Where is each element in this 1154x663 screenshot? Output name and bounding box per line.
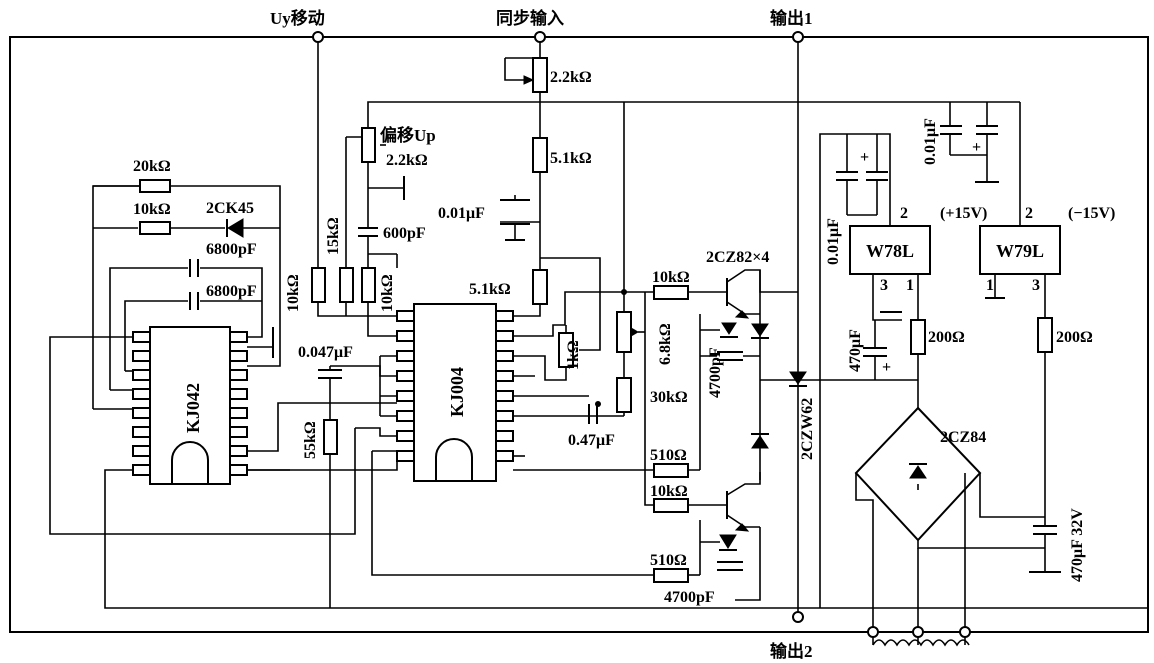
bridge-2cz84-label: 2CZ84 (940, 429, 986, 446)
supply-plus15: (+15V) (940, 205, 987, 222)
r-55k-label: 55kΩ (302, 421, 319, 459)
r-10k-mid-label: 10kΩ (379, 274, 396, 312)
pot-offset-label: 偏移Up (380, 125, 436, 145)
pot-sync-label: 2.2kΩ (550, 69, 592, 86)
terminal-uy-shift: Uy移动 (270, 8, 325, 43)
kj042-pins-right (229, 331, 248, 476)
w78l-label: W78L (866, 241, 914, 261)
w78l-pin-in: 2 (900, 205, 908, 222)
d-2cz82-label: 2CZ82×4 (706, 249, 769, 266)
kj004-right-network (513, 257, 700, 506)
sync-network (500, 42, 1020, 317)
outer-frame (9, 36, 1149, 633)
w78l-pin-gnd: 3 (880, 277, 888, 294)
pot-6k8-label: 6.8kΩ (657, 323, 674, 365)
r-5k1-b-label: 5.1kΩ (469, 281, 511, 298)
c-001-79-label: 0.01μF (922, 118, 939, 165)
terminal-output2-label: 输出2 (770, 641, 813, 661)
c-4700-b-label: 4700pF (664, 589, 715, 606)
r-10k-top-label: 10kΩ (133, 201, 171, 218)
r-15k-label: 15kΩ (325, 217, 342, 255)
c-78-plus: + (860, 149, 869, 166)
kj042-network (49, 179, 1148, 609)
w79l-pin-gnd: 1 (986, 277, 994, 294)
c-4700-a-label: 4700pF (707, 347, 724, 398)
r-30k-label: 30kΩ (650, 389, 688, 406)
terminal-sync-input: 同步输入 (496, 8, 564, 43)
driver-stage (653, 42, 918, 612)
c-6800-b-label: 6800pF (206, 283, 257, 300)
w79l-pin-in: 2 (1025, 205, 1033, 222)
kj004-pins-left (396, 310, 415, 462)
r-1k-label: 1kΩ (565, 340, 582, 370)
c-600p-label: 600pF (383, 225, 426, 242)
w79l-pin-out: 3 (1032, 277, 1040, 294)
d-2czw62-label: 2CZW62 (799, 398, 816, 460)
c-6800-a-label: 6800pF (206, 241, 257, 258)
c-79-plus: + (972, 139, 981, 156)
r-510-b-label: 510Ω (650, 552, 687, 569)
supply-minus15: (−15V) (1068, 205, 1115, 222)
kj004-pins-right (495, 310, 514, 462)
r-510-a-label: 510Ω (650, 447, 687, 464)
c-001-78-label: 0.01μF (825, 218, 842, 265)
terminal-uy-shift-label: Uy移动 (270, 8, 325, 28)
c-470u-label: 470μF (847, 329, 864, 372)
c-0047-label: 0.047μF (298, 344, 353, 361)
r-10k-left-label: 10kΩ (285, 274, 302, 312)
ic-kj004: KJ004 (396, 303, 514, 482)
c-470-plus: + (882, 359, 891, 376)
pot-offset-value: 2.2kΩ (386, 152, 428, 169)
terminal-sync-input-label: 同步输入 (496, 8, 564, 28)
w79l-label: W79L (996, 241, 1044, 261)
r-20k-label: 20kΩ (133, 158, 171, 175)
c-470u-32v-label: 470μF 32V (1069, 508, 1086, 582)
c-047-label: 0.47μF (568, 432, 615, 449)
terminal-output2: 输出2 (770, 611, 813, 661)
kj042-pins-left (132, 331, 151, 476)
r-200-a-label: 200Ω (928, 329, 965, 346)
r-5k1-a-label: 5.1kΩ (550, 150, 592, 167)
r-200-b-label: 200Ω (1056, 329, 1093, 346)
w78l-pin-out: 1 (906, 277, 914, 294)
kj042-label: KJ042 (183, 383, 203, 433)
power-supply: W78L W79L 2 3 1 2 1 3 (+15V) (−15V) + (819, 102, 1115, 647)
terminal-output1-label: 输出1 (770, 8, 813, 28)
r-10k-q2-label: 10kΩ (650, 483, 688, 500)
d-2ck45-label: 2CK45 (206, 200, 254, 217)
ic-kj042: KJ042 (132, 326, 248, 485)
kj004-left-network (247, 42, 654, 608)
r-10k-q1-label: 10kΩ (652, 269, 690, 286)
c-001-sync-label: 0.01μF (438, 205, 485, 222)
kj004-label: KJ004 (447, 367, 467, 417)
